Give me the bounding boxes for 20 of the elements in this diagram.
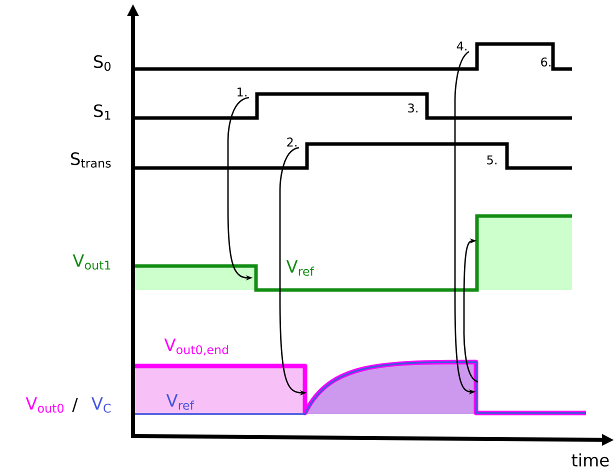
level-label: V$_{ref}$ <box>166 394 194 410</box>
separator-slash: / <box>72 398 78 412</box>
signal-label: V$_{out0}$ <box>26 397 64 413</box>
signal-label: V$_{C}$ <box>92 397 111 413</box>
callout-number: 1. <box>238 88 246 96</box>
axis-label: time <box>572 453 609 467</box>
signal-label: S$_{1}$ <box>94 104 110 120</box>
waveform-drawing <box>135 214 572 292</box>
signal-label: S$_{0}$ <box>94 55 110 71</box>
signal-label: V$_{out1}$ <box>72 254 110 270</box>
callout-number: 6. <box>541 57 550 67</box>
callout-number: 5. <box>487 156 496 164</box>
callout-number: 3. <box>408 103 418 113</box>
callout-number: 2. <box>287 138 296 146</box>
signal-label: S$_{trans}$ <box>71 152 111 168</box>
level-label: V$_{ref}$ <box>286 260 314 276</box>
leader-arrow <box>463 238 478 382</box>
level-label: V$_{out0,end}$ <box>164 338 228 356</box>
waveform-drawing <box>135 360 586 416</box>
callout-number: 4. <box>456 42 466 50</box>
